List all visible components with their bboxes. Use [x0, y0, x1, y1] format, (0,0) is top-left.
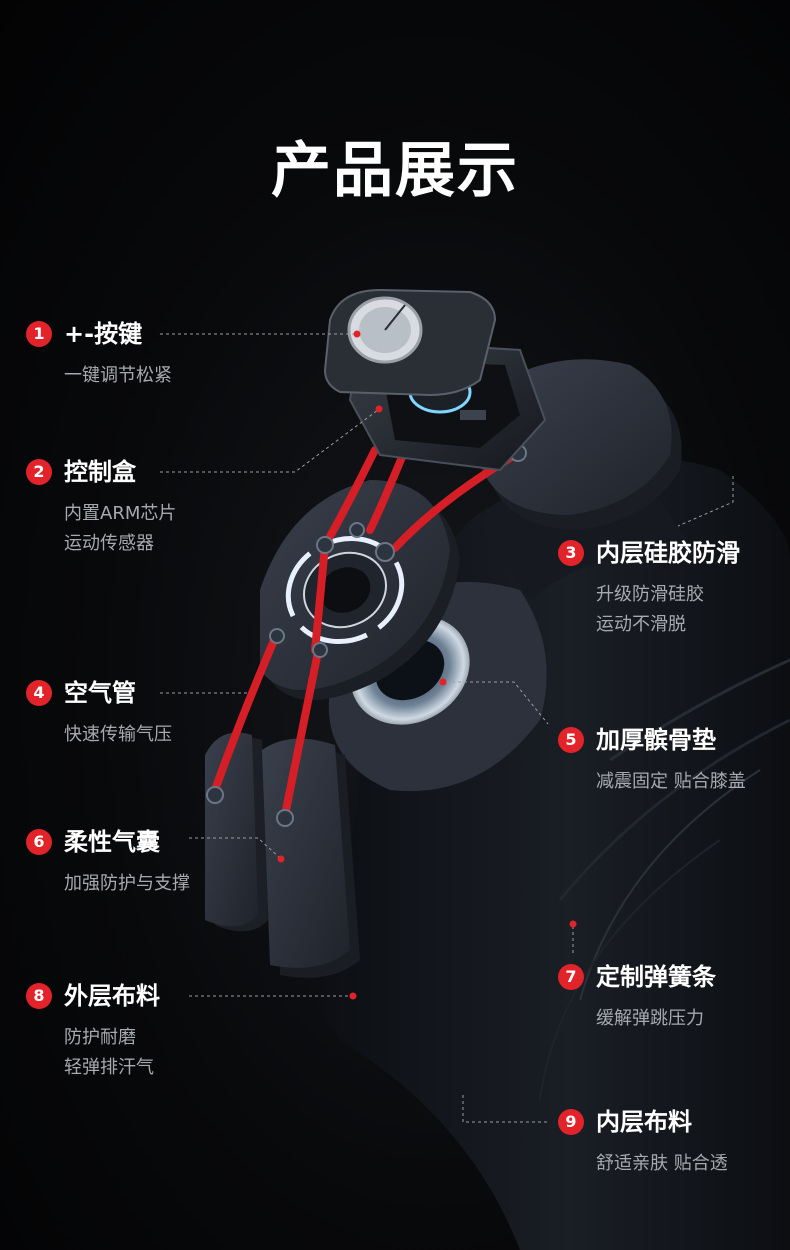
tube-connectors — [206, 444, 527, 827]
callout-title: +-按键 — [64, 320, 143, 348]
callout-number-badge: 9 — [558, 1109, 584, 1135]
callout-title: 加厚髌骨垫 — [596, 726, 716, 754]
callout-desc-line: 舒适亲肤 贴合透 — [596, 1153, 728, 1174]
callout-title: 定制弹簧条 — [596, 963, 716, 991]
callout-description: 防护耐磨 轻弹排汗气 — [64, 1023, 154, 1083]
callout-title: 外层布料 — [64, 982, 160, 1010]
callout-number-badge: 4 — [26, 680, 52, 706]
callout-desc-line: 轻弹排汗气 — [64, 1057, 154, 1078]
callout-description: 缓解弹跳压力 — [596, 1004, 704, 1034]
callout-desc-line: 加强防护与支撑 — [64, 873, 190, 894]
callout-description: 快速传输气压 — [64, 720, 172, 750]
callout-description: 内置ARM芯片 运动传感器 — [64, 499, 176, 559]
page-title: 产品展示 — [271, 136, 519, 206]
callout-title: 控制盒 — [64, 458, 136, 486]
callout-desc-line: 减震固定 贴合膝盖 — [596, 771, 746, 792]
callout-description: 舒适亲肤 贴合透 — [596, 1149, 728, 1179]
lower-airbags — [205, 732, 360, 978]
callout-title: 空气管 — [64, 679, 136, 707]
callout-desc-line: 内置ARM芯片 — [64, 503, 177, 524]
callout-desc-line: 升级防滑硅胶 — [596, 584, 704, 605]
callout-title: 柔性气囊 — [64, 828, 160, 856]
callout-number-badge: 2 — [26, 459, 52, 485]
callout-desc-line: 快速传输气压 — [64, 724, 172, 745]
callout-title: 内层布料 — [596, 1108, 692, 1136]
callout-title: 内层硅胶防滑 — [596, 539, 740, 567]
callout-desc-line: 防护耐磨 — [64, 1027, 136, 1048]
callout-number-badge: 6 — [26, 829, 52, 855]
callout-number-badge: 5 — [558, 727, 584, 753]
leader-lines — [160, 333, 734, 1123]
dial-button — [323, 288, 497, 397]
leader-dots — [277, 330, 577, 1000]
callout-desc-line: 缓解弹跳压力 — [596, 1008, 704, 1029]
callout-desc-line: 运动传感器 — [64, 533, 154, 554]
callout-number-badge: 7 — [558, 964, 584, 990]
callout-desc-line: 一键调节松紧 — [64, 365, 172, 386]
callout-description: 一键调节松紧 — [64, 361, 172, 391]
callout-number-badge: 1 — [26, 321, 52, 347]
callout-desc-line: 运动不滑脱 — [596, 614, 686, 635]
callout-description: 减震固定 贴合膝盖 — [596, 767, 746, 797]
callout-number-badge: 8 — [26, 983, 52, 1009]
callout-number-badge: 3 — [558, 540, 584, 566]
callout-description: 加强防护与支撑 — [64, 869, 190, 899]
callout-description: 升级防滑硅胶 运动不滑脱 — [596, 580, 704, 640]
